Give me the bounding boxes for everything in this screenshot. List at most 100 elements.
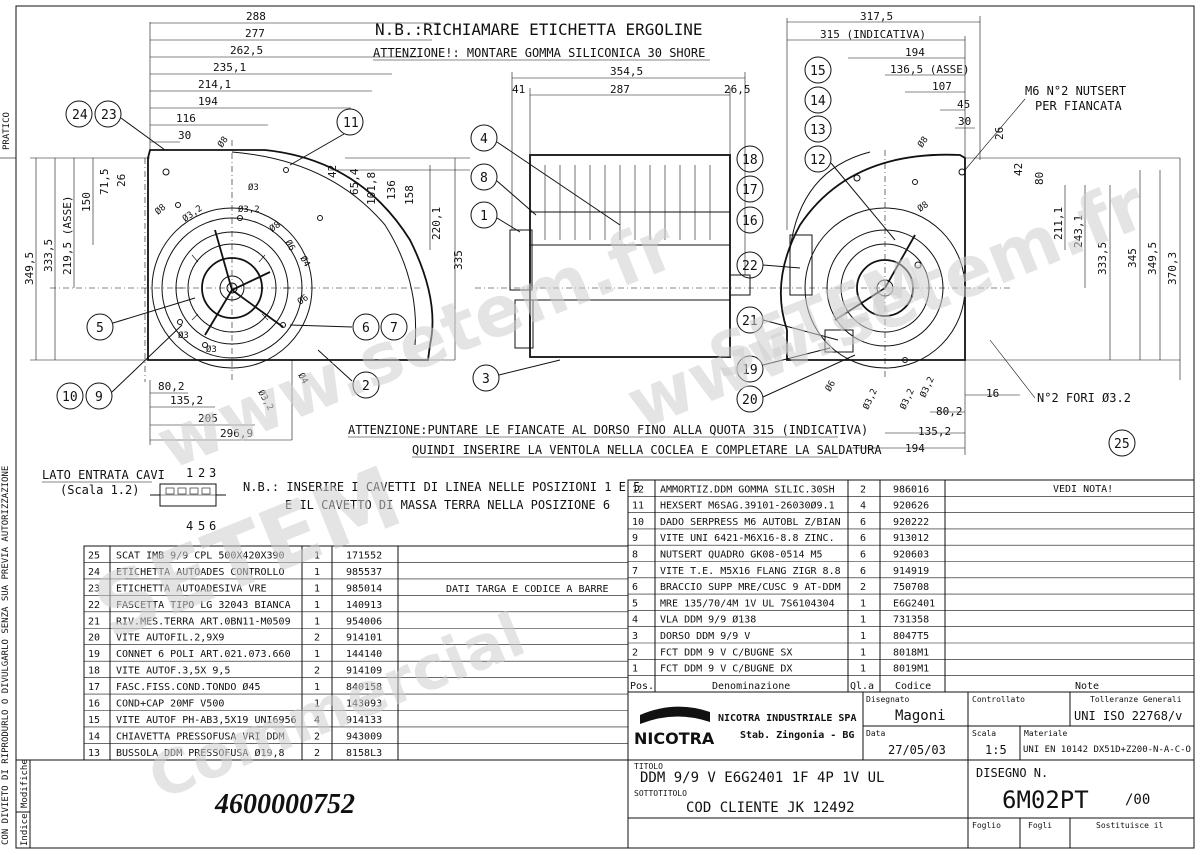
value-materiale: UNI EN 10142 DX51D+Z200-N-A-C-O: [1023, 745, 1191, 755]
terminal-3: 3: [209, 466, 216, 480]
bom-row-denominazione: FCT DDM 9 V C/BUGNE DX: [660, 664, 792, 675]
bom-row-pos: 23: [88, 583, 100, 594]
hole-label: Ø8: [215, 135, 230, 150]
bom-row-pos: 5: [632, 598, 638, 609]
right-view-rear: [770, 150, 1010, 380]
bom-row-denominazione: VITE AUTOF.3,5X 9,5: [116, 666, 230, 677]
label-tolleranze: Tolleranze Generali: [1090, 695, 1182, 704]
bom-row-denominazione: AMMORTIZ.DDM GOMMA SILIC.30SH: [660, 484, 835, 495]
nicotra-logo-text: NICOTRA: [634, 729, 715, 748]
bom-row-pos: 12: [632, 484, 644, 495]
bom-row-qta: 2: [860, 484, 866, 495]
terminal-1: 1: [186, 466, 193, 480]
value-scala: 1:5: [985, 743, 1007, 757]
bom-row-qta: 1: [314, 550, 320, 561]
balloon-21: 21: [742, 314, 758, 329]
dim-158: 158: [403, 185, 416, 205]
balloon-17: 17: [742, 183, 758, 198]
hole-label: Ø4: [295, 371, 310, 386]
bom-row-denominazione: NUTSERT QUADRO GK08-0514 M5: [660, 550, 823, 561]
bom-row-denominazione: DADO SERPRESS M6 AUTOBL Z/BIAN: [660, 517, 841, 528]
middle-view-side: [475, 154, 770, 358]
bom-row-codice: 8019M1: [893, 664, 929, 675]
bom-row-qta: 1: [314, 699, 320, 710]
label-sostituisce: Sostituisce il: [1096, 821, 1164, 830]
bom-row-codice: 731358: [893, 615, 929, 626]
bom-row-denominazione: VLA DDM 9/9 Ø138: [660, 614, 756, 626]
hole-label: Ø4: [297, 254, 312, 269]
dim-45: 45: [957, 98, 970, 111]
dim-194: 194: [198, 95, 218, 108]
note-cavetti-linea: N.B.: INSERIRE I CAVETTI DI LINEA NELLE …: [243, 480, 640, 494]
dim-211-1: 211,1: [1052, 207, 1065, 240]
bom-row-pos: 20: [88, 633, 100, 644]
balloon-3: 3: [482, 372, 490, 387]
value-titolo: DDM 9/9 V E6G2401 1F 4P 1V UL: [640, 770, 884, 786]
balloon-15: 15: [810, 64, 826, 79]
bom-row-codice: 985537: [346, 567, 382, 578]
bom-header-qta: Ql.a: [850, 681, 874, 692]
bom-row-qta: 2: [314, 666, 320, 677]
dim-349-5-r: 349,5: [1146, 242, 1159, 275]
bom-row-codice: 920626: [893, 501, 929, 512]
bom-row-denominazione: VITE AUTOFIL.2,9X9: [116, 633, 224, 644]
bom-row-denominazione: ETICHETTA AUTOADES CONTROLLO: [116, 567, 285, 578]
label-data: Data: [866, 729, 885, 738]
dim-16: 16: [986, 387, 999, 400]
hole-label: Ø8: [267, 219, 282, 234]
bom-row-qta: 2: [314, 731, 320, 742]
balloon-8: 8: [480, 171, 488, 186]
bom-row-codice: 954006: [346, 616, 382, 627]
value-disegnato: Magoni: [895, 708, 946, 724]
dim-101-8: 101,8: [365, 172, 378, 205]
bom-row-denominazione: BRACCIO SUPP MRE/CUSC 9 AT-DDM: [660, 582, 841, 593]
dim-42-r: 42: [1012, 163, 1025, 176]
sheet-frame: [15, 5, 1195, 849]
label-lato-entrata-cavi: LATO ENTRATA CAVI: [42, 468, 165, 482]
label-sottotitolo: SOTTOTITOLO: [634, 789, 687, 798]
dim-26: 26: [115, 174, 128, 187]
balloon-5: 5: [96, 321, 104, 336]
balloon-1: 1: [480, 209, 488, 224]
bom-row-pos: 16: [88, 699, 100, 710]
bom-row-pos: 14: [88, 731, 100, 742]
bom-table-right: [627, 479, 1195, 693]
bom-row-codice: 914919: [893, 566, 929, 577]
bom-row-pos: 3: [632, 631, 638, 642]
note-cavetto-massa: E IL CAVETTO DI MASSA TERRA NELLA POSIZI…: [285, 498, 610, 512]
bom-row-codice: 985014: [346, 583, 382, 594]
bom-row-qta: 6: [860, 517, 866, 528]
note-attenzione-fiancate: ATTENZIONE:PUNTARE LE FIANCATE AL DORSO …: [348, 423, 868, 437]
hole-label: Ø3: [248, 182, 259, 193]
bom-row-pos: 8: [632, 550, 638, 561]
bom-row-qta: 1: [860, 598, 866, 609]
dim-262-5: 262,5: [230, 44, 263, 57]
company-name: NICOTRA INDUSTRIALE SPA: [718, 713, 856, 724]
dim-26-r: 26: [993, 127, 1006, 140]
label-controllato: Controllato: [972, 695, 1025, 704]
dim-65-4: 65,4: [348, 168, 361, 195]
dim-333-5-r: 333,5: [1096, 242, 1109, 275]
balloon-10: 10: [62, 390, 78, 405]
bom-row-pos: 11: [632, 501, 644, 512]
hole-label: Ø6: [823, 379, 838, 394]
balloon-25: 25: [1114, 437, 1130, 452]
dim-30-r: 30: [958, 115, 971, 128]
balloon-9: 9: [95, 390, 103, 405]
right-view-dimension-lines: [786, 16, 1181, 455]
dim-135-2: 135,2: [170, 394, 203, 407]
bom-row-qta: 1: [314, 616, 320, 627]
bom-row-pos: 19: [88, 649, 100, 660]
bom-row-denominazione: CHIAVETTA PRESSOFUSA VRI DDM: [116, 731, 285, 742]
label-disegno-numero: DISEGNO N.: [976, 766, 1048, 780]
nicotra-logo: [640, 706, 710, 724]
balloon-20: 20: [742, 393, 758, 408]
dim-135-2-r: 135,2: [918, 425, 951, 438]
bom-row-pos: 4: [632, 615, 638, 626]
bom-row-codice: 750708: [893, 582, 929, 593]
dim-220-1: 220,1: [430, 207, 443, 240]
dim-42: 42: [326, 165, 339, 178]
dim-150: 150: [80, 192, 93, 212]
bom-row-codice: 140913: [346, 600, 382, 611]
note-montare-gomma: ATTENZIONE!: MONTARE GOMMA SILICONICA 30…: [373, 46, 705, 60]
